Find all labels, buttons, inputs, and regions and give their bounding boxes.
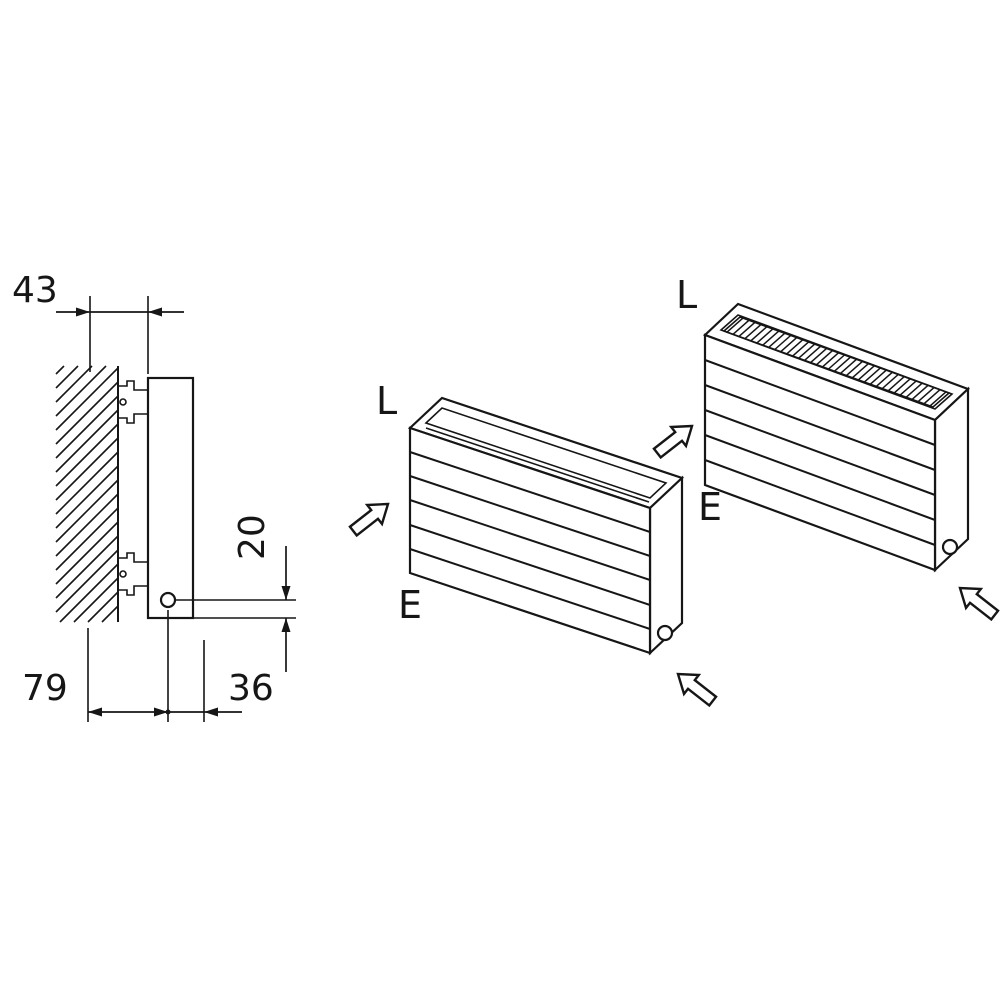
dim-wall-to-pipe-value: 79 [22,668,68,709]
label-L: L [376,379,397,423]
dim-pipe-offset-value: 20 [232,514,273,560]
dim-arrowhead [88,707,102,717]
top-opening-inner-rim [425,427,650,503]
dim-arrowhead [148,307,162,317]
wall-hatch [55,365,119,623]
pipe-connection-circle [159,591,177,609]
top-opening [424,407,668,499]
bracket-bottom-lower-hook [118,585,148,596]
dim-arrowhead [76,307,90,317]
radiator-isometric-open-top: L E [348,379,718,708]
flow-arrow-icon [958,586,1000,622]
label-L: L [676,273,697,317]
front-slat-lines [704,359,936,546]
top-grille-ribs [726,316,947,408]
dim-arrowhead [281,586,291,600]
bracket-top-lower-hook [118,413,148,424]
bracket-bottom [118,552,148,596]
pipe-connection-circle [941,538,959,556]
dim-wall-clearance-value: 43 [12,270,58,311]
bracket-bottom-upper-hook [118,552,148,563]
radiator-isometric-grille-top: L E [652,273,1000,622]
bracket-top-upper-hook [118,380,148,391]
pipe-connection-circle [656,624,674,642]
radiator-side-profile [146,376,195,620]
bracket-top [118,380,148,424]
flow-arrow-icon [348,502,390,538]
dim-arrowhead [204,707,218,717]
dim-pipe-to-front-value: 36 [228,668,274,709]
bracket-bottom-screw-icon [119,570,127,578]
dim-arrowhead [281,618,291,632]
dim-bottom-offsets: 79 36 [22,610,274,722]
front-slat-lines [409,451,651,630]
dim-arrowhead [154,707,168,717]
bracket-top-screw-icon [119,398,127,406]
label-E: E [398,583,422,627]
dim-wall-clearance: 43 [12,270,184,374]
label-E: E [698,485,722,529]
side-view: 43 20 79 36 [12,270,296,722]
top-grille-inner-frame [722,316,951,408]
dim-pipe-offset: 20 [176,514,296,672]
flow-arrow-icon [652,424,694,460]
flow-arrow-icon [676,672,718,708]
